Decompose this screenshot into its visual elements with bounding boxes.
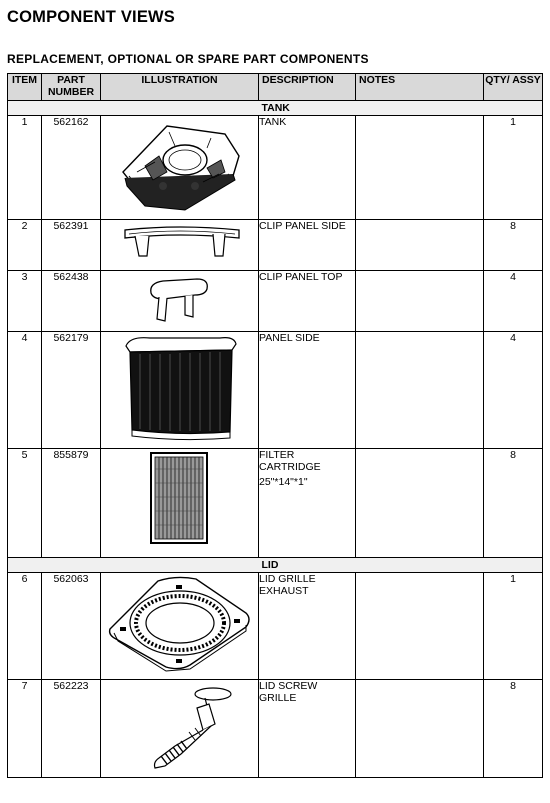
table-row: 4 562179	[7, 331, 543, 449]
table-header-row: ITEM PART NUMBER ILLUSTRATION DESCRIPTIO…	[7, 73, 543, 101]
row-notes	[355, 572, 484, 680]
row-qty: 4	[483, 270, 543, 332]
header-qty: QTY/ ASSY	[483, 73, 543, 101]
row-qty: 1	[483, 115, 543, 220]
row-illustration	[100, 448, 259, 558]
row-illustration	[100, 331, 259, 449]
header-part-number: PART NUMBER	[41, 73, 101, 101]
clip-panel-top-illustration	[149, 278, 208, 322]
group-label-tank: TANK	[258, 100, 543, 116]
row-illustration	[100, 679, 259, 778]
row-notes	[355, 115, 484, 220]
row-item: 7	[7, 679, 42, 778]
row-notes	[355, 448, 484, 558]
row-description-size: 25"*14"*1"	[259, 476, 308, 488]
row-description: PANEL SIDE	[258, 331, 356, 449]
row-part-number: 562162	[41, 115, 101, 220]
group-label-lid: LID	[258, 557, 543, 573]
row-description: FILTER CARTRIDGE 25"*14"*1"	[258, 448, 356, 558]
row-qty: 4	[483, 331, 543, 449]
row-notes	[355, 679, 484, 778]
row-part-number: 562063	[41, 572, 101, 680]
table-row: 5 855879	[7, 448, 543, 558]
row-part-number: 855879	[41, 448, 101, 558]
row-description-text: FILTER CARTRIDGE	[259, 449, 321, 473]
row-item: 4	[7, 331, 42, 449]
row-qty: 8	[483, 219, 543, 271]
row-qty: 8	[483, 448, 543, 558]
row-item: 3	[7, 270, 42, 332]
table-row: 7 562223	[7, 679, 543, 778]
lid-grille-illustration	[108, 576, 250, 672]
row-qty: 8	[483, 679, 543, 778]
filter-cartridge-illustration	[149, 452, 208, 544]
table-row: 1 562162 TANK	[7, 115, 543, 220]
row-description: CLIP PANEL SIDE	[258, 219, 356, 271]
row-part-number: 562391	[41, 219, 101, 271]
row-item: 2	[7, 219, 42, 271]
row-illustration	[100, 115, 259, 220]
group-row-tank: TANK	[7, 100, 543, 116]
row-description: TANK	[258, 115, 356, 220]
row-item: 1	[7, 115, 42, 220]
table-row: 6 562063 LID GRILLE EXHAUST	[7, 572, 543, 680]
row-notes	[355, 331, 484, 449]
row-illustration	[100, 572, 259, 680]
table-row: 2 562391 CLIP PANEL SIDE 8	[7, 219, 543, 271]
parts-table: ITEM PART NUMBER ILLUSTRATION DESCRIPTIO…	[7, 73, 543, 778]
group-row-lid: LID	[7, 557, 543, 573]
row-description: LID SCREW GRILLE	[258, 679, 356, 778]
lid-screw-illustration	[153, 687, 232, 769]
row-notes	[355, 270, 484, 332]
row-qty: 1	[483, 572, 543, 680]
row-item: 6	[7, 572, 42, 680]
row-description: CLIP PANEL TOP	[258, 270, 356, 332]
row-notes	[355, 219, 484, 271]
header-description: DESCRIPTION	[258, 73, 356, 101]
row-illustration	[100, 219, 259, 271]
tank-illustration	[121, 125, 240, 211]
header-illustration: ILLUSTRATION	[100, 73, 259, 101]
clip-panel-side-illustration	[123, 226, 240, 257]
row-part-number: 562179	[41, 331, 101, 449]
panel-side-illustration	[124, 337, 237, 441]
row-illustration	[100, 270, 259, 332]
header-item: ITEM	[7, 73, 42, 101]
page-title: COMPONENT VIEWS	[7, 8, 176, 26]
table-row: 3 562438 CLIP PANEL TOP 4	[7, 270, 543, 332]
section-title: REPLACEMENT, OPTIONAL OR SPARE PART COMP…	[7, 52, 369, 66]
row-description: LID GRILLE EXHAUST	[258, 572, 356, 680]
row-part-number: 562438	[41, 270, 101, 332]
row-part-number: 562223	[41, 679, 101, 778]
row-item: 5	[7, 448, 42, 558]
header-notes: NOTES	[355, 73, 484, 101]
